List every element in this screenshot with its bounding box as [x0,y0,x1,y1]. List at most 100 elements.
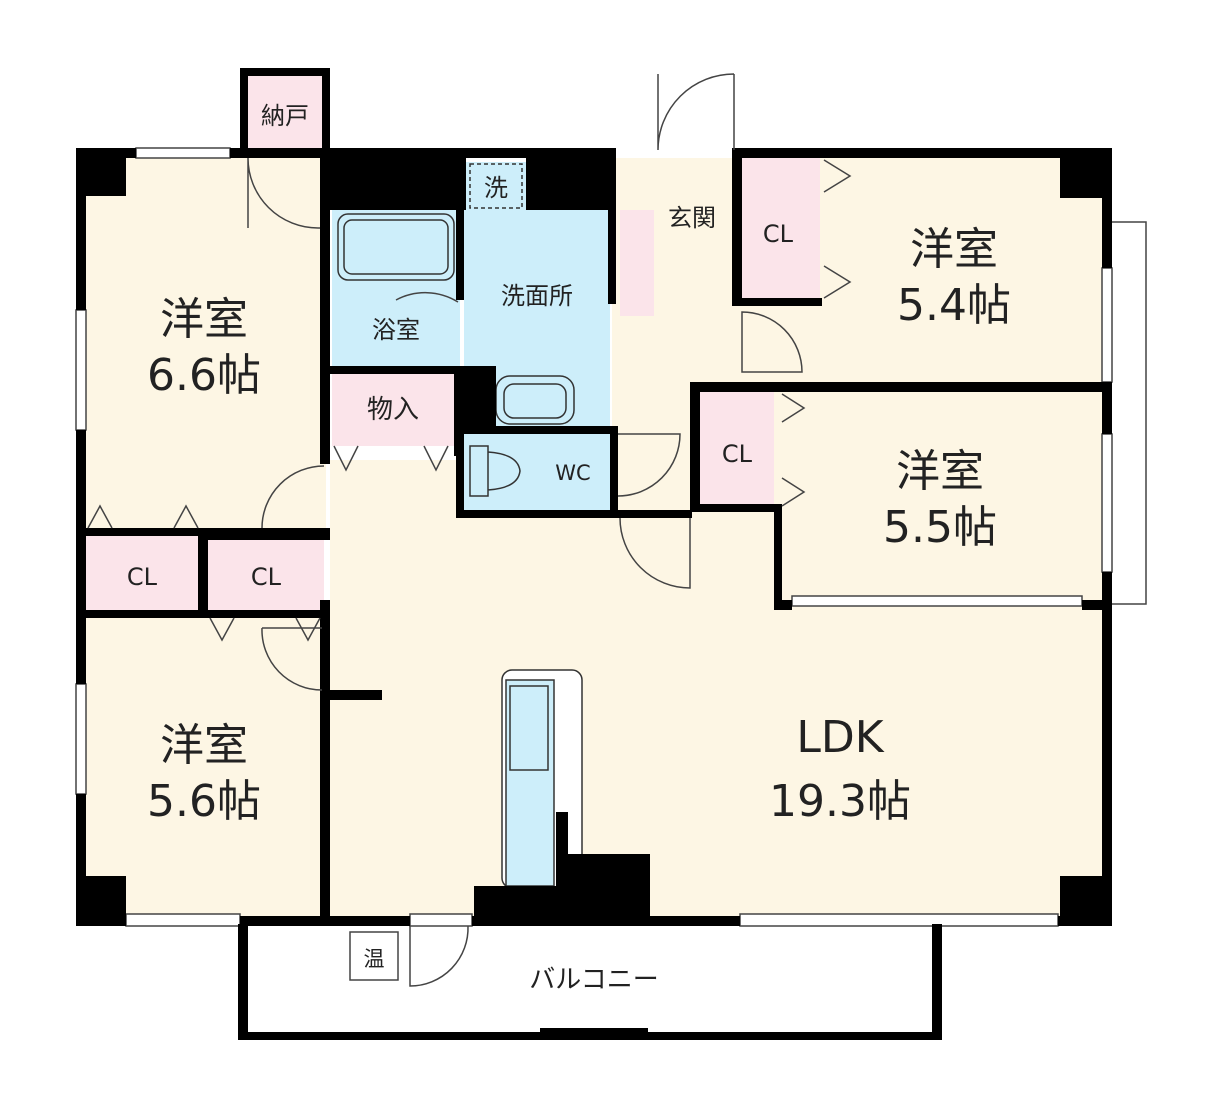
window-left-lower [75,683,87,795]
doors [87,73,852,987]
pantry-label: 物入 [367,395,419,425]
room-western-5-6-floor [84,612,324,916]
wall-closet-mid [198,528,208,618]
closet-1-floor [86,536,198,610]
entrance-shoebox [620,210,654,316]
water-heater [349,931,399,981]
sliding-door-room-5-5 [791,595,1083,607]
walls [76,68,1112,1040]
wall-balcony-bottom-thick [540,1028,648,1040]
wall-room55-bottom [774,600,792,610]
washroom-label: 洗面所 [501,282,573,310]
washer-floor [466,162,526,210]
wall-partition-left-a [320,148,330,464]
wall-balcony-right [932,924,942,1040]
wall-closet4-left [690,382,700,512]
toilet [469,445,521,497]
wall-kitchen-c [556,812,568,856]
entrance-door [657,73,735,151]
window-bottom-right [739,913,1059,927]
wall-room55-left [774,504,782,608]
bath-label: 浴室 [372,316,420,344]
wall-bath-bottom [330,366,464,374]
labels: 洋室 6.6帖 洋室 5.6帖 洋室 5.4帖 洋室 5.5帖 LDK 19.3… [127,102,1011,995]
wc-door [617,433,681,497]
wc-label: WC [555,461,590,485]
wall-kitchen-a [474,886,650,918]
wall-top-mid [330,148,616,158]
column-tl [76,148,126,196]
wall-closet-row-bottom [76,610,330,618]
room54-door [741,311,803,373]
entrance-label: 玄関 [668,204,716,232]
wall-pantry-right [454,366,464,456]
bay-rail-right [1110,221,1147,605]
wall-bottom-c [472,916,740,926]
wall-right-a [1102,148,1112,268]
window-right-upper [1101,267,1113,383]
ldk-name: LDK [796,712,884,763]
column-bl [76,876,126,926]
wall-kitchen-b [556,854,650,888]
closet-2-floor [208,538,324,610]
kitchen-sink-basin [509,685,549,771]
balcony-label: バルコニー [529,965,658,995]
closet-1-label: CL [127,563,158,591]
wall-closet3-left [732,148,742,306]
washbasin-inner [503,383,567,419]
column-br [1060,876,1110,926]
wall-wet-top-b [526,158,616,210]
closet3-doors [823,159,852,299]
closet1-doors [87,504,199,529]
ldk-size: 19.3帖 [769,776,911,827]
storage-floor [246,74,324,148]
closet-4-floor [698,392,774,506]
room-western-5-6-name: 洋室 [160,720,248,771]
room-western-5-6-size: 5.6帖 [147,776,261,827]
room56-door [261,627,323,691]
wall-storage-top [240,68,330,76]
closet-4-label: CL [722,440,753,468]
wall-wet-top [330,158,466,210]
closet-3-label: CL [763,220,794,248]
wall-storage-right [322,68,330,158]
room-western-5-4-size: 5.4帖 [897,280,1011,331]
room-western-6-6-size: 6.6帖 [147,350,261,401]
room-western-5-5-size: 5.5帖 [883,502,997,553]
room66-door [261,465,325,529]
wall-left-a [76,148,86,310]
wall-closet2-top [198,534,330,540]
wall-wet-right [608,158,616,304]
room-western-5-4-name: 洋室 [910,224,998,275]
bathtub [337,213,455,281]
pantry-floor [332,374,454,446]
room-western-5-5-name: 洋室 [896,446,984,497]
wall-wc-right [610,426,618,516]
bath-floor [332,210,460,366]
wall-left-c [76,794,86,926]
wall-ldk-stub [330,690,382,700]
storage-door [247,157,320,229]
wall-room54-bottom [690,382,1110,392]
closet-2-label: CL [251,563,282,591]
wall-top-left-b [230,148,330,158]
window-left-upper [75,309,87,431]
pantry-doors [333,445,449,472]
closet-3-floor [740,158,820,302]
balcony-door-swing [409,925,469,987]
washer-box [469,163,523,209]
wall-room55-bottom-r [1082,600,1110,610]
balcony-door [409,913,473,927]
hall-door [619,517,691,589]
floor-fills [84,74,1102,1036]
closet4-doors [781,393,806,507]
room-western-6-6-name: 洋室 [160,294,248,345]
window-bottom-left [125,913,241,927]
kitchen-sink [505,679,555,887]
storage-label: 納戸 [261,102,309,130]
wall-right-b [1102,382,1112,434]
wall-closet3-bottom [732,298,822,306]
closet2-doors [209,617,321,642]
washer-label: 洗 [484,174,508,202]
